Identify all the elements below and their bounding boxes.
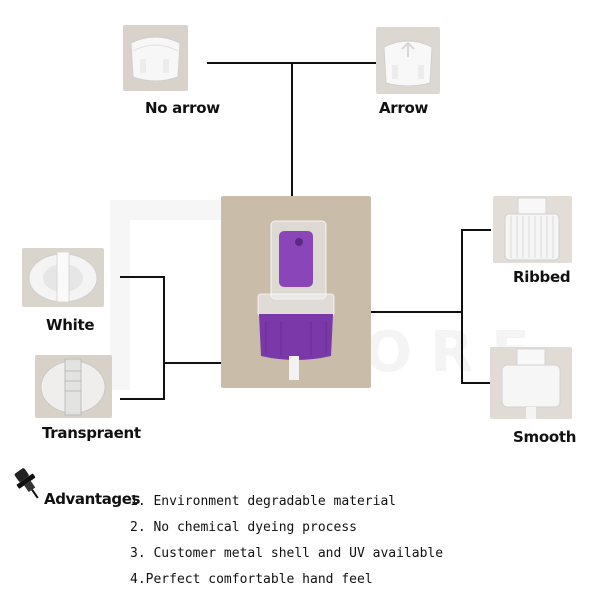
ribbed-label: Ribbed [513,268,571,286]
arrow-cap-photo [376,27,440,94]
smooth-collar-photo [490,347,572,419]
connector-left-upper [120,276,164,278]
no-arrow-cap-photo [123,25,188,91]
white-insert-photo [22,248,104,307]
connector-right-lower [461,382,491,384]
connector-right-upper [461,229,491,231]
pump-sprayer-photo [221,196,371,388]
no-arrow-label: No arrow [145,99,220,117]
connector-top-vertical [291,62,293,252]
white-label: White [46,316,95,334]
smooth-label: Smooth [513,428,577,446]
connector-left-vertical [163,276,165,400]
transparent-insert-photo [35,355,112,418]
pushpin-icon [14,468,39,499]
connector-right-vertical [461,229,463,384]
arrow-label: Arrow [379,99,429,117]
transparent-label: Transpraent [42,424,141,442]
advantage-item: 2. No chemical dyeing process [130,520,357,535]
ribbed-collar-photo [493,196,572,263]
advantage-item: 4.Perfect comfortable hand feel [130,572,373,587]
advantage-item: 3. Customer metal shell and UV available [130,546,444,561]
advantage-item: 1. Environment degradable material [130,494,397,509]
advantages-title: Advantages [44,490,141,508]
connector-left-lower [120,398,164,400]
connector-right-horizontal [315,311,462,313]
